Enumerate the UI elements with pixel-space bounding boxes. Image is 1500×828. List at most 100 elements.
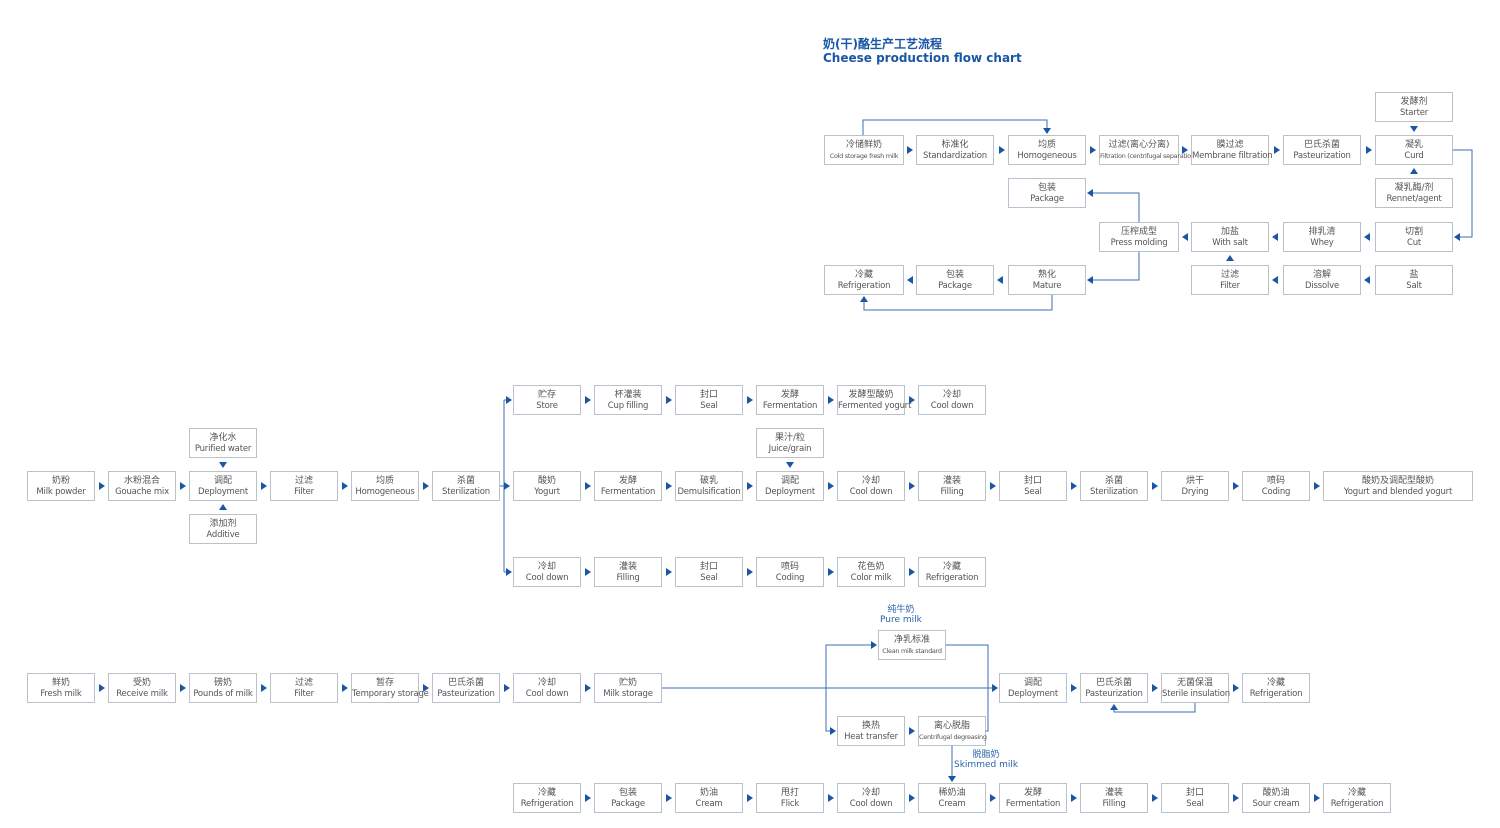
arrow-right <box>1366 146 1372 154</box>
node-label-zh: 包装 <box>1037 183 1056 193</box>
node-label-en: Color milk <box>850 573 892 583</box>
node-label-en: Sour cream <box>1252 799 1300 809</box>
node-label-en: Juice/grain <box>768 444 812 454</box>
arrow-right <box>666 568 672 576</box>
node-label-zh: 奶粉 <box>51 476 70 486</box>
node-label-zh: 盐 <box>1409 270 1419 280</box>
node-label-en: Drying <box>1181 487 1209 497</box>
node-label-zh: 净乳标准 <box>893 635 930 645</box>
connector-line <box>863 295 1053 311</box>
node-label-zh: 冷藏 <box>1347 788 1366 798</box>
node-label-en: Fresh milk <box>40 689 82 699</box>
node-label-zh: 调配 <box>213 476 232 486</box>
node-label-zh: 压榨成型 <box>1120 227 1157 237</box>
arrow-right <box>1152 684 1158 692</box>
connector-arrowhead <box>506 568 512 576</box>
node-label-en: With salt <box>1212 238 1248 248</box>
arrow-right <box>666 482 672 490</box>
connector-arrowhead <box>830 727 836 735</box>
node-label-en: Temporary storage <box>352 689 429 699</box>
node-label-zh: 标准化 <box>941 140 969 150</box>
arrow-right <box>747 568 753 576</box>
node-label-en: Gouache mix <box>115 487 169 497</box>
node-label-en: Store <box>536 401 558 411</box>
node-label-en: Yogurt and blended yogurt <box>1343 487 1453 497</box>
arrow-right <box>1314 794 1320 802</box>
node-label-zh: 灌装 <box>1104 788 1123 798</box>
node-label-en: Dissolve <box>1305 281 1339 291</box>
arrow-right <box>1314 482 1320 490</box>
node-label-zh: 排乳清 <box>1308 227 1336 237</box>
node-label-en: Clean milk standard <box>882 647 942 655</box>
node-label-zh: 受奶 <box>132 678 151 688</box>
node-label-en: Seal <box>1186 799 1204 809</box>
node-label-zh: 杀菌 <box>1104 476 1123 486</box>
node-label-en: Deployment <box>198 487 248 497</box>
node-label-zh: 过滤 <box>1220 270 1239 280</box>
node-label-en: Homogeneous <box>1017 151 1077 161</box>
arrow-right <box>909 794 915 802</box>
arrow-right <box>261 482 267 490</box>
node-label-en: Whey <box>1310 238 1334 248</box>
node-label-zh: 暂存 <box>375 678 394 688</box>
node-label-en: Sterilization <box>1090 487 1138 497</box>
node-label-zh: 甩打 <box>780 788 799 798</box>
arrow-right <box>1152 794 1158 802</box>
node-label-zh: 均质 <box>375 476 394 486</box>
connector-arrowhead <box>1087 189 1093 197</box>
arrow-right <box>585 482 591 490</box>
node-label-zh: 灌装 <box>942 476 961 486</box>
node-label-zh: 发酵型酸奶 <box>848 390 894 400</box>
arrow-right <box>909 396 915 404</box>
node-label-zh: 膜过滤 <box>1216 140 1244 150</box>
arrow-right <box>747 482 753 490</box>
node-label-en: Purified water <box>194 444 252 454</box>
arrow-right <box>990 482 996 490</box>
arrow-right <box>828 794 834 802</box>
node-label-en: Cream <box>938 799 966 809</box>
node-label-en: Filtration (centrifugal separation) <box>1100 152 1197 160</box>
node-label-zh: 冷藏 <box>537 788 556 798</box>
arrow-up <box>1410 168 1418 174</box>
node-label-en: Filling <box>940 487 964 497</box>
node-label-en: Package <box>938 281 972 291</box>
arrow-right <box>504 684 510 692</box>
node-label-en: Filter <box>1220 281 1240 291</box>
arrow-right <box>747 794 753 802</box>
arrow-right <box>828 568 834 576</box>
node-label-en: Curd <box>1404 151 1424 161</box>
node-label-en: Cold storage fresh milk <box>829 152 899 160</box>
chart-title: 奶(干)酪生产工艺流程 Cheese production flow chart <box>823 37 1022 65</box>
connector-line <box>1113 703 1196 713</box>
node-label-en: Fermentation <box>600 487 656 497</box>
arrow-right <box>585 568 591 576</box>
arrow-right <box>1152 482 1158 490</box>
node-label-en: Refrigeration <box>520 799 574 809</box>
node-label-en: Refrigeration <box>1330 799 1384 809</box>
arrow-right <box>999 146 1005 154</box>
arrow-right <box>909 727 915 735</box>
arrow-right <box>909 568 915 576</box>
node-label-zh: 冷却 <box>942 390 961 400</box>
arrow-right <box>990 794 996 802</box>
node-label-zh: 水粉混合 <box>123 476 160 486</box>
